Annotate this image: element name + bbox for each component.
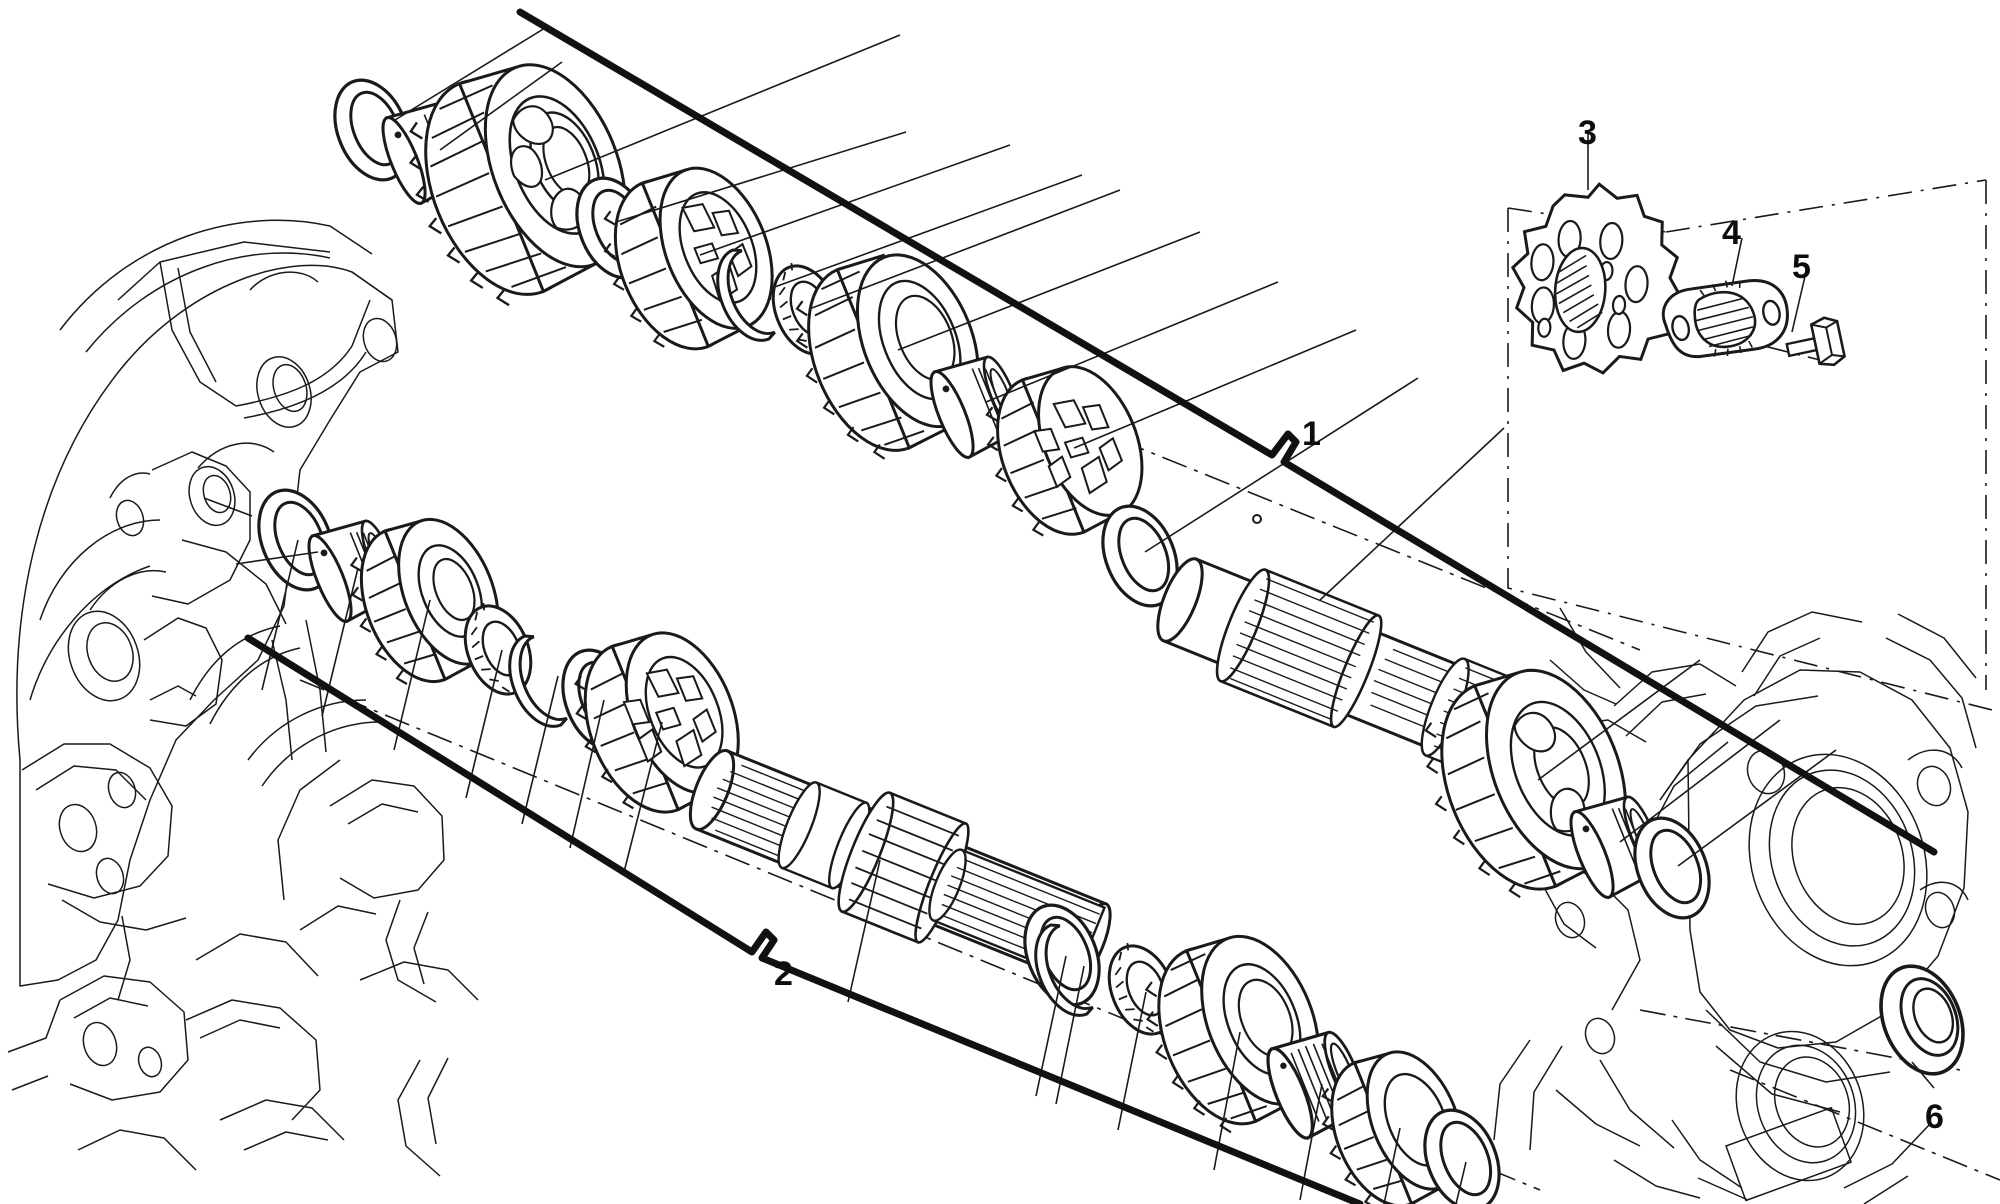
bracket-drive-shaft	[244, 634, 1364, 1204]
engine-crankcase-left	[7, 219, 479, 1177]
main-shaft-assembly	[319, 63, 1725, 931]
front-sprocket	[1510, 182, 1684, 375]
callout-label-4: 4	[1722, 214, 1741, 252]
callout-label-5: 5	[1792, 248, 1811, 286]
drive-shaft-dog-gear-2	[1321, 1050, 1464, 1204]
front-sprocket-group	[1510, 182, 1847, 375]
sprocket-bolt	[1785, 316, 1847, 367]
sprocket-retaining-plate	[1661, 279, 1789, 359]
group-brackets	[244, 8, 1938, 1204]
main-shaft-gear-medium-1	[795, 253, 980, 460]
callout-label-3: 3	[1578, 114, 1597, 152]
bracket-main-shaft	[516, 8, 1938, 856]
drive-shaft-assembly	[243, 477, 1515, 1204]
leader-lines	[203, 27, 1935, 1204]
callout-label-1: 1	[1302, 415, 1321, 453]
drive-shaft	[688, 749, 1112, 984]
callout-label-2: 2	[774, 955, 793, 993]
output-shaft-oil-seal	[1879, 964, 1965, 1076]
callout-label-6: 6	[1925, 1098, 1944, 1136]
